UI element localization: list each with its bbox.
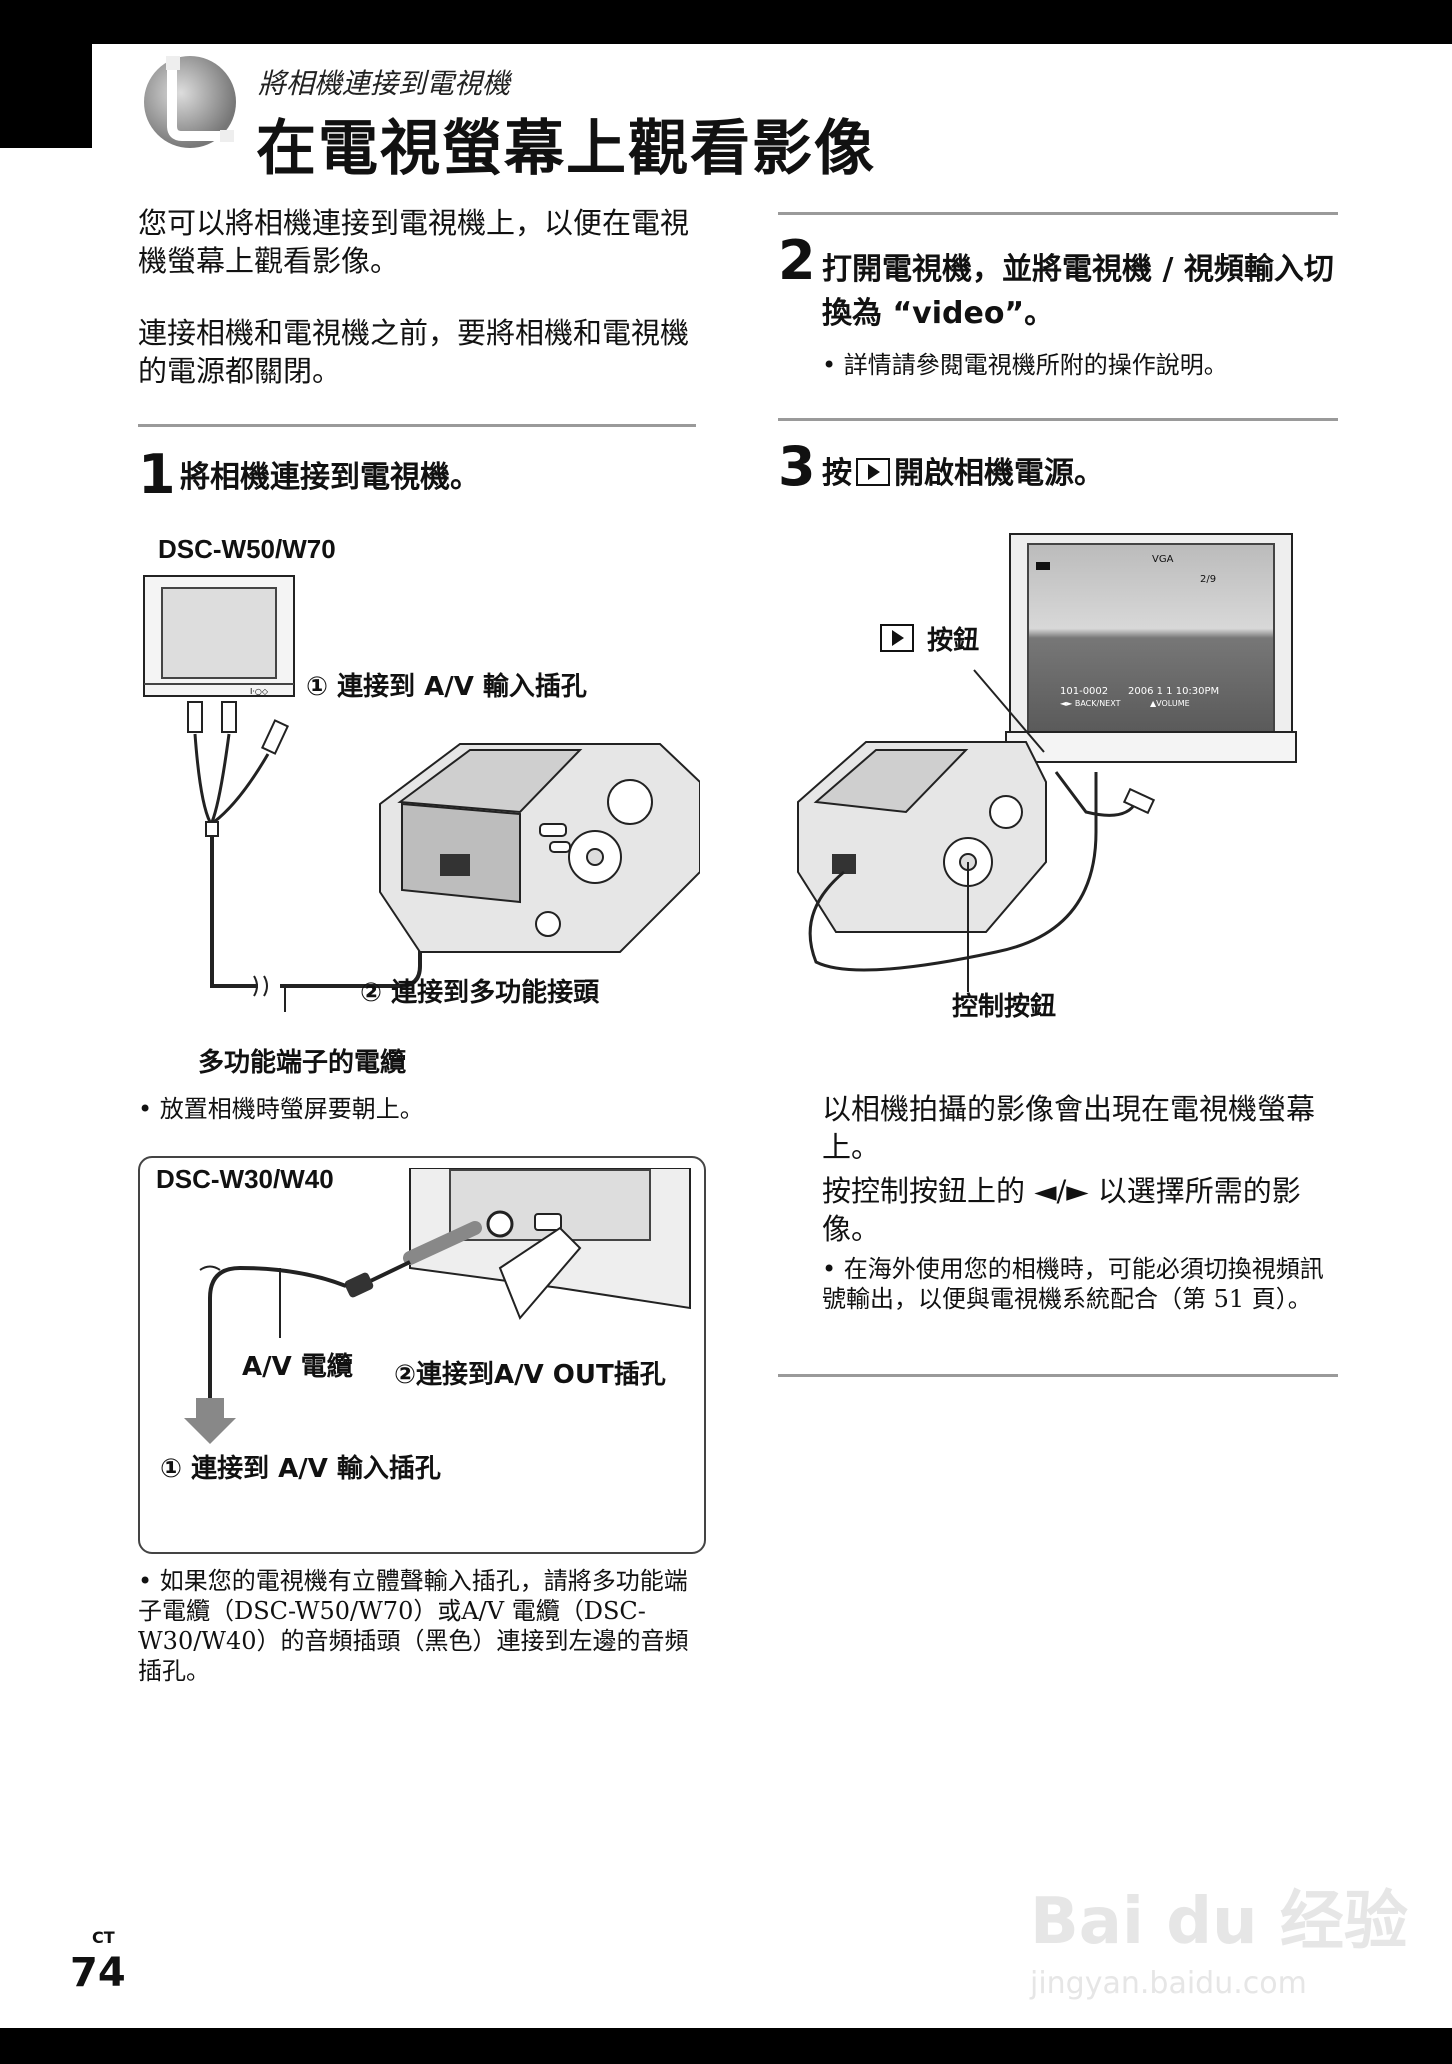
page-title: 在電視螢幕上觀看影像	[256, 114, 876, 184]
cable-header-icon	[144, 56, 236, 148]
callout-multi-cable: 多功能端子的電纜	[198, 1048, 407, 1078]
top-black-bar	[0, 0, 1452, 44]
callout-play-button: 按鈕	[876, 620, 979, 657]
w30-w40-box	[138, 1156, 706, 1554]
step-3-text: 按 開啟相機電源。	[822, 452, 1104, 496]
tv-playback-diagram: VGA 2/9 101-0002 2006 1 1 10:30PM ◄► BAC…	[797, 533, 1297, 992]
tv-volume: ▲VOLUME	[1150, 699, 1190, 708]
step-3-post: 開啟相機電源。	[894, 456, 1104, 491]
step-1-number: 1	[138, 443, 176, 506]
bullet-stereo: • 如果您的電視機有立體聲輸入插孔，請將多功能端子電纜（DSC-W50/W70）…	[138, 1567, 689, 1685]
tv-file: 101-0002	[1060, 686, 1108, 697]
box-av-in-label: ① 連接到 A/V 輸入插孔	[160, 1454, 441, 1484]
bottom-black-bar	[0, 2028, 1452, 2064]
play-icon	[856, 458, 890, 486]
box-av-out-label: ②連接到A/V OUT插孔	[394, 1360, 666, 1390]
box-av-cable-label: A/V 電纜	[242, 1352, 353, 1382]
side-tab	[0, 44, 92, 148]
step-3-number: 3	[778, 435, 816, 498]
callout-av-input: ① 連接到 A/V 輸入插孔	[306, 672, 587, 702]
page-ct-label: CT	[92, 1928, 115, 1947]
connection-diagram-av-cable	[184, 1168, 691, 1444]
page-number: 74	[70, 1950, 126, 1996]
watermark-url: jingyan.baidu.com	[1030, 1966, 1307, 2001]
divider	[138, 424, 696, 427]
step-2-bullet: • 詳情請參閱電視機所附的操作說明。	[822, 351, 1228, 379]
bullet-overseas: • 在海外使用您的相機時，可能必須切換視頻訊號輸出，以便與電視機系統配合（第 5…	[822, 1255, 1324, 1313]
tv-count: 2/9	[1200, 574, 1216, 585]
tv-vga: VGA	[1152, 554, 1174, 565]
intro-paragraph-1: 您可以將相機連接到電視機上，以便在電視機螢幕上觀看影像。	[138, 206, 690, 278]
watermark: Bai du 经验	[1030, 1885, 1408, 1959]
step-2-number: 2	[778, 229, 816, 292]
battery-icon	[1036, 562, 1050, 570]
page-subtitle: 將相機連接到電視機	[258, 67, 511, 100]
bullet-screen-up: • 放置相機時螢屏要朝上。	[138, 1095, 424, 1123]
callout-multi-connector: ② 連接到多功能接頭	[360, 978, 600, 1008]
divider	[778, 418, 1338, 421]
connection-diagram-multi-cable: I·○◇	[143, 575, 700, 1012]
intro-paragraph-2: 連接相機和電視機之前，要將相機和電視機的電源都關閉。	[138, 316, 690, 388]
svg-text:I·○◇: I·○◇	[250, 687, 269, 696]
step-3-pre: 按	[822, 456, 852, 491]
model-label-w30-w40: DSC-W30/W40	[156, 1164, 334, 1194]
tv-datetime: 2006 1 1 10:30PM	[1128, 686, 1219, 697]
divider	[778, 1374, 1338, 1377]
play-icon	[880, 624, 914, 652]
divider	[778, 212, 1338, 215]
select-paragraph: 按控制按鈕上的 ◄/► 以選擇所需的影像。	[822, 1174, 1301, 1246]
step-2-text: 打開電視機，並將電視機 / 視頻輸入切換為 “video”。	[822, 252, 1334, 331]
step-1-text: 將相機連接到電視機。	[180, 460, 480, 495]
tv-back-next: ◄► BACK/NEXT	[1060, 699, 1121, 708]
result-paragraph: 以相機拍攝的影像會出現在電視機螢幕上。	[822, 1092, 1316, 1164]
callout-control-button: 控制按鈕	[952, 992, 1057, 1022]
model-label-w50-w70: DSC-W50/W70	[158, 534, 336, 564]
